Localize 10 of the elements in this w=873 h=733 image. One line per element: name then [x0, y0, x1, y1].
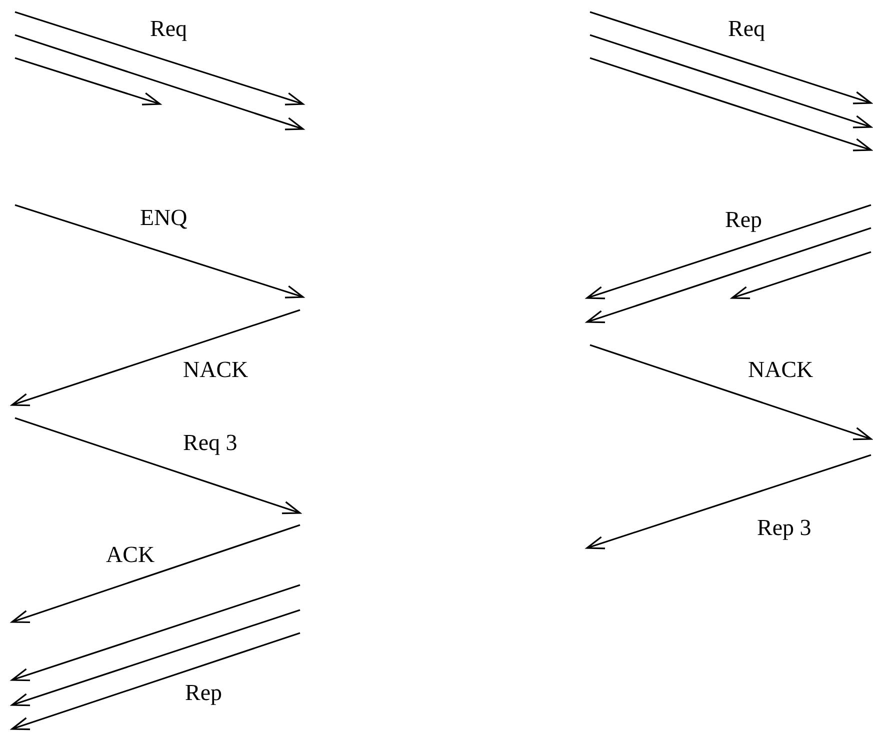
- message-label: NACK: [748, 357, 814, 383]
- message-label: Rep 3: [757, 515, 812, 541]
- message-label: ENQ: [140, 205, 188, 231]
- message-label: Rep: [185, 680, 222, 706]
- message-label: NACK: [183, 357, 248, 383]
- message-label: Req: [150, 16, 188, 42]
- message-label: Req 3: [183, 430, 238, 456]
- message-label: ACK: [106, 542, 155, 568]
- message-label: Rep: [725, 207, 762, 233]
- message-label: Req: [728, 16, 766, 42]
